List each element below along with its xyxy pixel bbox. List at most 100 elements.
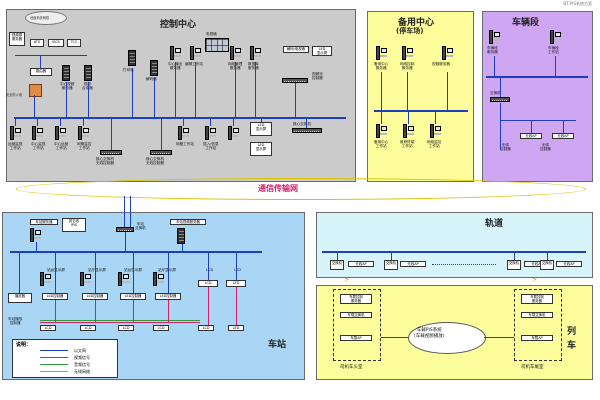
backup-center-subtitle: (停车场) xyxy=(396,27,424,35)
legend-swatch xyxy=(40,371,68,373)
db-server-icon xyxy=(250,46,261,60)
ops-station-3-icon xyxy=(55,126,66,140)
ops-station-5-icon xyxy=(178,126,189,140)
lcd-box-2: LCD xyxy=(80,325,96,331)
firewall-icon xyxy=(29,84,42,97)
station-ctrl-icon xyxy=(177,228,185,244)
depot-ap2-box: 无线AP xyxy=(552,133,574,139)
comm-network-label: 通信传输网 xyxy=(258,184,298,193)
decoder-label: 解码器 xyxy=(146,77,157,81)
depot-switch-label: 交换机 xyxy=(490,91,501,95)
track-ap-4: 无线AP xyxy=(556,261,582,267)
track-ellipsis xyxy=(432,264,496,265)
station-switch xyxy=(116,227,134,232)
net-ctrl-right-label: 核心交换机 无线控制器 xyxy=(146,157,164,165)
decode-tv-box: 解码/电视墙 xyxy=(283,46,309,53)
led-display-box: LED 显示屏 xyxy=(250,122,272,136)
led-ctrl-box-1: LED控制器 xyxy=(42,293,68,300)
legend-label: 无线网络 xyxy=(74,369,90,374)
legend-swatch xyxy=(40,350,68,352)
lcd-box-1: LCD xyxy=(40,325,56,331)
tv-wall-label: 电视墙 xyxy=(206,32,217,36)
legend-title: 说明： xyxy=(16,342,32,348)
wireless-ctrl-label: 视频流 控制器 xyxy=(312,72,323,80)
tv-out-box: LED 显示屏 xyxy=(312,46,332,56)
db-server-label: 数据库 服务器 xyxy=(248,62,259,70)
led-display-box-2: LED 显示屏 xyxy=(250,142,272,156)
core-switch xyxy=(292,128,322,133)
legend-swatch xyxy=(40,364,68,366)
track-bus xyxy=(322,251,586,253)
depot-ctrl2-label: 无线 控制器 xyxy=(540,143,551,151)
backup-ws3-label: 网络监控 工作站 xyxy=(427,140,442,148)
control-center-title: 控制中心 xyxy=(160,20,197,30)
core-switch-label: 核心交换机 xyxy=(293,122,311,126)
network-cloud-icon xyxy=(25,11,67,25)
msg-machine-label: 插入/信息 工作站 xyxy=(203,142,219,150)
station-switch-label: 车站 交换机 xyxy=(135,222,146,230)
edit-station-icon xyxy=(190,46,201,60)
firewall-label: 安全防火墙 xyxy=(6,93,22,97)
led-ctrl-box-2: LED控制器 xyxy=(82,293,108,300)
head-cab-label: 司机车头室 xyxy=(340,365,363,370)
tail-cab-label: 司机车尾室 xyxy=(521,365,544,370)
edit-station-label: 编辑工作站 xyxy=(185,62,203,66)
head-cab-box xyxy=(333,289,381,361)
lcd-label-top: LCD xyxy=(206,268,214,272)
backup-station-icon xyxy=(376,124,387,138)
doc-title: BT PIS系统方案 xyxy=(563,1,592,6)
tv-wall-icon xyxy=(205,38,229,52)
ops-station-1-label: 运营监视 工作站 xyxy=(8,142,23,150)
track-switch-3: 交换机 xyxy=(507,260,521,270)
track-ap-2: 无线AP xyxy=(400,261,426,267)
backup-ws2-label: 维修终端 工作站 xyxy=(400,140,415,148)
track-switch-2: 交换机 xyxy=(384,260,398,270)
backup-ctrl-icon xyxy=(402,46,413,60)
lcd-box-top: LCD xyxy=(198,280,218,287)
track-display-label-2: 站厅显示屏 xyxy=(158,268,176,272)
station-pc-2 xyxy=(80,272,91,286)
center-video-server-icon xyxy=(62,65,70,81)
broadcast-server-icon xyxy=(170,46,181,60)
onboard-ctrl-head: 车载控制 服务器 xyxy=(340,294,372,304)
depot-server-a-icon xyxy=(489,30,500,44)
ops-station-1-icon xyxy=(10,126,21,140)
wireless-wave-icon-1: ⚡ xyxy=(344,275,350,284)
control-center-panel xyxy=(6,9,356,182)
backup-video-label: 视频服务器 xyxy=(432,62,450,66)
backup-station-label: 备用中心 工作站 xyxy=(374,140,389,148)
track-switch-4: 交换机 xyxy=(540,260,554,270)
station-pc-4 xyxy=(153,272,164,286)
net-ctrl-left-switch xyxy=(100,150,122,155)
tcc-box: TCC xyxy=(67,39,81,47)
cloud-label: 地面系统网络 xyxy=(30,16,50,20)
backup-server-icon xyxy=(376,46,387,60)
audio-signal-line xyxy=(40,320,200,321)
comm-network-ring xyxy=(16,178,586,200)
net-ctrl-left-label: 核心交换机 无线控制器 xyxy=(96,157,114,165)
ops-station-5-label: 网管工作站 xyxy=(176,142,194,146)
ats-box: ATS xyxy=(30,39,44,47)
other-line-box: 其它线 IPIS xyxy=(62,218,86,232)
led-ctrl-box-4: LED控制器 xyxy=(155,293,181,300)
ops-station-3-label: 中心运营 工作站 xyxy=(54,142,69,150)
depot-title: 车辆段 xyxy=(512,18,540,28)
video-signal-line xyxy=(40,322,200,323)
station-pc-1 xyxy=(40,272,51,286)
track-display-label-1: 站厅显示屏 xyxy=(88,268,106,272)
display-ctrl-label: 车站播放 控制器 xyxy=(8,317,23,325)
msg-machine-icon xyxy=(205,126,216,140)
printer-icon xyxy=(128,50,136,66)
ops-station-2-icon xyxy=(32,126,43,140)
backup-center-panel xyxy=(367,11,474,182)
video-mixer-icon xyxy=(84,65,92,81)
train-title: 列 车 xyxy=(567,327,577,351)
legend-label: 视频信号 xyxy=(74,355,90,360)
router-box: 路由器 xyxy=(30,68,52,76)
station-bus xyxy=(10,251,262,253)
printer-label: 打印机 xyxy=(123,68,134,72)
backup-ctrl-label: 网络控制 服务器 xyxy=(400,62,415,70)
depot-server-b-label: 车辆段 工作站 xyxy=(548,46,559,54)
control-center-bus xyxy=(14,117,346,119)
legend-label: 音频信号 xyxy=(74,362,90,367)
